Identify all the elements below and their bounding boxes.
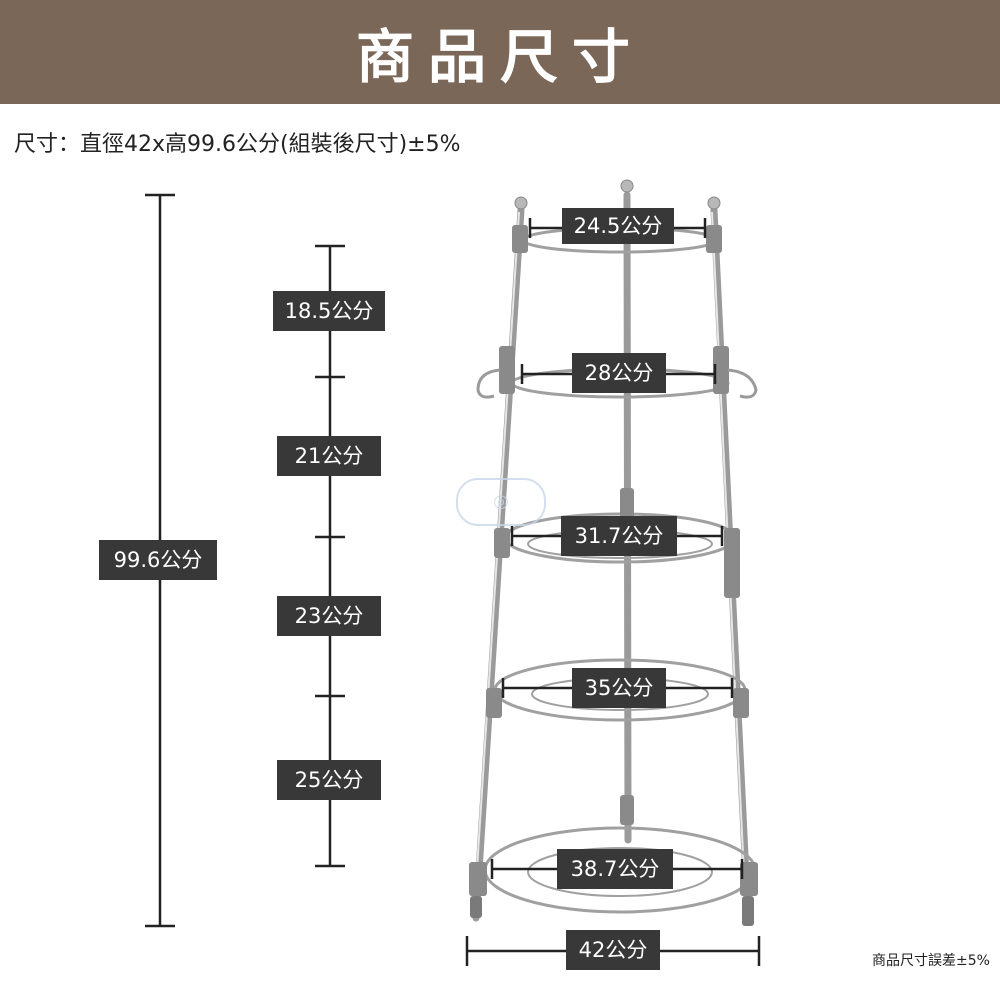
rack-connectors: [469, 225, 758, 896]
page-title: 商品尺寸: [355, 23, 644, 91]
tier-height-label-4: 25公分: [277, 760, 381, 800]
header-banner: 商品尺寸: [0, 0, 1000, 104]
rack-feet: [470, 896, 754, 926]
rack-hooks: [476, 368, 758, 399]
ring-diameter-label-5: 38.7公分: [557, 849, 673, 889]
rack-finials: [514, 179, 721, 210]
rack-legs: [472, 191, 752, 922]
tier-height-label-1: 18.5公分: [273, 291, 385, 331]
ring-diameter-label-3: 31.7公分: [561, 516, 677, 556]
tier-height-label-2: 21公分: [277, 436, 381, 476]
spec-text: 尺寸：直徑42x高99.6公分(組裝後尺寸)±5%: [14, 132, 461, 157]
total-height-label: 99.6公分: [99, 540, 217, 580]
tier-height-label-3: 23公分: [277, 596, 381, 636]
ring-diameter-label-2: 28公分: [572, 353, 666, 393]
watermark-logo: ◎: [456, 478, 546, 526]
ring-diameter-label-1: 24.5公分: [562, 208, 674, 244]
ring-diameter-label-4: 35公分: [572, 668, 666, 708]
base-width-label: 42公分: [566, 930, 660, 970]
tolerance-footnote: 商品尺寸誤差±5%: [872, 953, 990, 969]
